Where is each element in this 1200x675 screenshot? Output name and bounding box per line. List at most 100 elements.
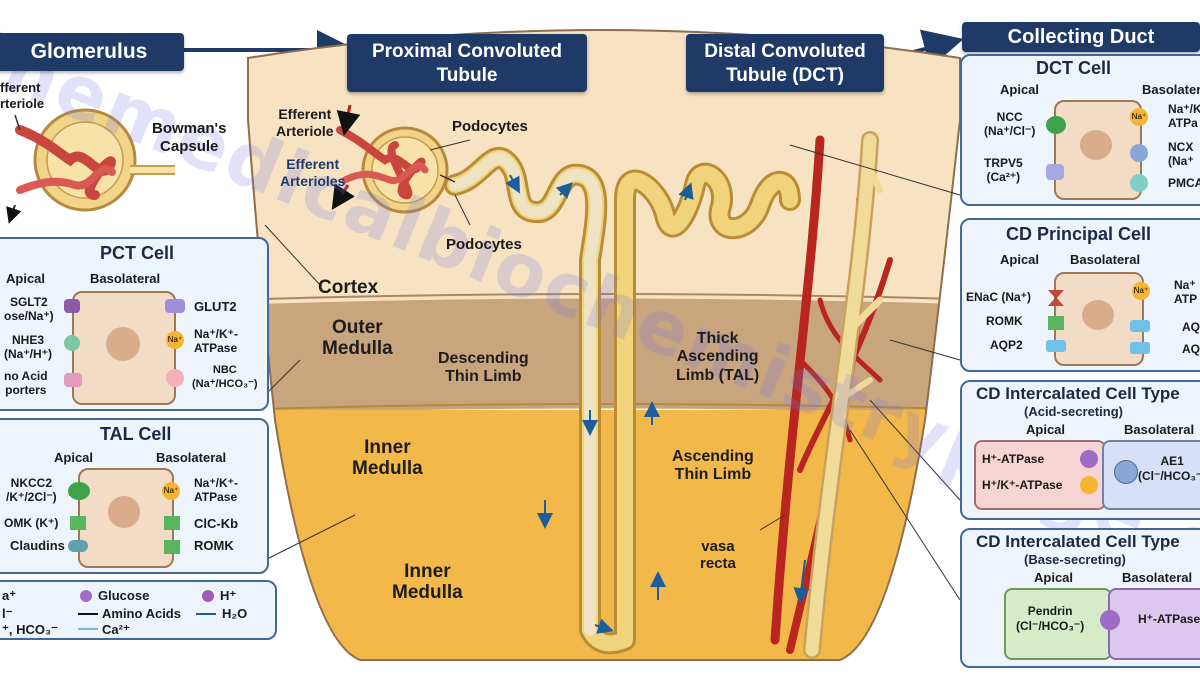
zone-outer-medulla: Outer Medulla bbox=[322, 317, 393, 359]
dct-ncx: NCX (Na⁺ bbox=[1168, 140, 1194, 168]
legend-k-hco3: ⁺, HCO₃⁻ bbox=[2, 622, 58, 637]
legend-amino-acids: Amino Acids bbox=[102, 606, 181, 621]
base-basolateral-label: Basolateral bbox=[1122, 570, 1193, 585]
dct-pmca: PMCA bbox=[1168, 176, 1200, 190]
collecting-duct-tube bbox=[803, 131, 884, 659]
pct-nak-atpase: Na⁺/K⁺- ATPase bbox=[194, 327, 239, 355]
base-apical-label: Apical bbox=[1034, 570, 1074, 585]
tal-nkcc2-icon bbox=[68, 482, 90, 500]
tal-cell-title: TAL Cell bbox=[100, 424, 172, 444]
principal-aqp4-icon bbox=[1130, 342, 1150, 354]
pct-glut2-icon bbox=[165, 299, 185, 313]
pct-nbc: NBC (Na⁺/HCO₃⁻) bbox=[192, 364, 258, 390]
glomerulus-inset bbox=[6, 108, 175, 224]
label-podocytes-top: Podocytes bbox=[452, 118, 528, 135]
dct-pmca-icon bbox=[1130, 174, 1148, 192]
principal-nak: Na⁺ ATP bbox=[1174, 278, 1198, 306]
base-h-atpase: H⁺-ATPase bbox=[1138, 612, 1200, 626]
acid-h-atpase-icon bbox=[1080, 450, 1098, 468]
panel-acid-intercalated: CD Intercalated Cell Type (Acid-secretin… bbox=[960, 380, 1200, 520]
base-cell-subtitle: (Base-secreting) bbox=[1024, 552, 1126, 567]
dct-nucleus bbox=[1080, 130, 1112, 160]
label-efferent-arteriole: Efferent Arteriole bbox=[276, 106, 334, 139]
base-cell-apical-body bbox=[1004, 588, 1112, 660]
legend-ca-arrow-icon bbox=[78, 628, 98, 630]
principal-basolateral-label: Basolateral bbox=[1070, 252, 1141, 267]
pct-transporter-green-icon bbox=[64, 335, 80, 351]
legend-h2o: H₂O bbox=[222, 606, 248, 621]
pct-cell-title: PCT Cell bbox=[100, 243, 175, 263]
acid-cell-title: CD Intercalated Cell Type bbox=[976, 384, 1180, 403]
tal-claudins: Claudins bbox=[10, 538, 65, 553]
dct-ncc-icon bbox=[1046, 116, 1066, 134]
bowl-outline bbox=[247, 29, 961, 661]
tal-nkcc2: NKCC2 /K⁺/2Cl⁻) bbox=[6, 476, 57, 504]
tal-romk: OMK (K⁺) bbox=[4, 516, 59, 530]
label-efferent-arterioles: Efferent Arterioles bbox=[280, 156, 346, 189]
pct-nbc-icon bbox=[166, 369, 184, 387]
pct-apical-label: Apical bbox=[6, 271, 46, 286]
label-thick-ascending-limb: Thick Ascending Limb (TAL) bbox=[676, 330, 760, 384]
label-vasa-recta: vasa recta bbox=[700, 538, 736, 573]
tal-basolateral-label: Basolateral bbox=[156, 450, 227, 465]
banner-dct: Distal Convoluted Tubule (DCT) bbox=[686, 34, 884, 92]
legend-h: H⁺ bbox=[220, 588, 237, 603]
leader-lines bbox=[264, 139, 961, 601]
zone-inner-medulla-2: Inner Medulla bbox=[392, 561, 463, 603]
principal-apical-label: Apical bbox=[1000, 252, 1040, 267]
legend-glucose: Glucose bbox=[98, 588, 150, 603]
dct-nak-atpase: Na⁺/K ATPa bbox=[1168, 102, 1200, 130]
pct-nucleus bbox=[106, 327, 140, 361]
base-pendrin: Pendrin (Cl⁻/HCO₃⁻) bbox=[1016, 604, 1085, 633]
dct-trpv5: TRPV5 (Ca²⁺) bbox=[984, 156, 1023, 184]
legend-h-icon bbox=[202, 590, 214, 602]
tal-nak-icon: Na⁺ bbox=[162, 482, 180, 500]
tal-claudins-icon bbox=[68, 540, 88, 552]
label-bowman-capsule: Bowman's Capsule bbox=[152, 120, 227, 155]
principal-aqp3-icon bbox=[1130, 320, 1150, 332]
tubule-flow-arrows bbox=[505, 174, 694, 634]
panel-dct-cell: DCT Cell Apical Basolater NCC (Na⁺/Cl⁻) … bbox=[960, 54, 1200, 206]
nephron-tubule bbox=[444, 147, 801, 655]
tal-apical-label: Apical bbox=[54, 450, 94, 465]
legend-glucose-icon bbox=[80, 590, 92, 602]
principal-nak-icon: Na⁺ bbox=[1132, 282, 1150, 300]
pct-nhe3: NHE3 (Na⁺/H⁺) bbox=[4, 333, 52, 361]
banner-glomerulus: Glomerulus bbox=[0, 33, 184, 71]
dct-ncc: NCC (Na⁺/Cl⁻) bbox=[984, 110, 1036, 138]
tal-romk2-icon bbox=[164, 540, 180, 554]
zone-inner-medulla-1: Inner Medulla bbox=[352, 437, 423, 479]
base-cell-title: CD Intercalated Cell Type bbox=[976, 532, 1180, 551]
legend-h2o-arrow-icon bbox=[196, 613, 216, 615]
acid-hk-atpase: H⁺/K⁺-ATPase bbox=[982, 478, 1063, 492]
dct-trpv5-icon bbox=[1046, 164, 1064, 180]
acid-cell-subtitle: (Acid-secreting) bbox=[1024, 404, 1123, 419]
principal-aqp2: AQP2 bbox=[990, 338, 1023, 352]
tal-romk-icon bbox=[70, 516, 86, 530]
acid-hk-icon bbox=[1080, 476, 1098, 494]
dct-basolateral-label: Basolater bbox=[1142, 82, 1200, 97]
pct-glut2: GLUT2 bbox=[194, 299, 237, 314]
legend-amino-arrow-icon bbox=[78, 613, 98, 615]
pct-nak-icon: Na⁺ bbox=[166, 331, 184, 349]
panel-tal-cell: TAL Cell Apical Basolateral NKCC2 /K⁺/2C… bbox=[0, 418, 269, 574]
banner-collecting: Collecting Duct bbox=[962, 22, 1200, 52]
principal-cell-title: CD Principal Cell bbox=[1006, 224, 1152, 244]
panel-pct-cell: PCT Cell Apical Basolateral SGLT2 ose/Na… bbox=[0, 237, 269, 411]
principal-aqp2-icon bbox=[1046, 340, 1066, 352]
acid-ae1-icon bbox=[1114, 460, 1138, 484]
glomerulus-main bbox=[331, 104, 456, 214]
zone-cortex: Cortex bbox=[318, 277, 379, 298]
pct-sglt2: SGLT2 ose/Na⁺) bbox=[4, 295, 54, 323]
base-h-atpase-icon bbox=[1100, 610, 1120, 630]
tal-clc-icon bbox=[164, 516, 180, 530]
acid-ae1: AE1 (Cl⁻/HCO₃⁻) bbox=[1138, 454, 1200, 483]
label-podocytes-bottom: Podocytes bbox=[446, 236, 522, 253]
panel-legend: a⁺ Glucose H⁺ l⁻ Amino Acids H₂O ⁺, HCO₃… bbox=[0, 580, 277, 640]
banner-pct: Proximal Convoluted Tubule bbox=[347, 34, 587, 92]
acid-apical-label: Apical bbox=[1026, 422, 1066, 437]
label-efferent-left: fferent rteriole bbox=[0, 80, 45, 111]
label-ascending-thin-limb: Ascending Thin Limb bbox=[672, 448, 754, 484]
pct-transporter-purple-icon bbox=[64, 299, 80, 313]
pct-transporter-pink-icon bbox=[64, 373, 82, 387]
